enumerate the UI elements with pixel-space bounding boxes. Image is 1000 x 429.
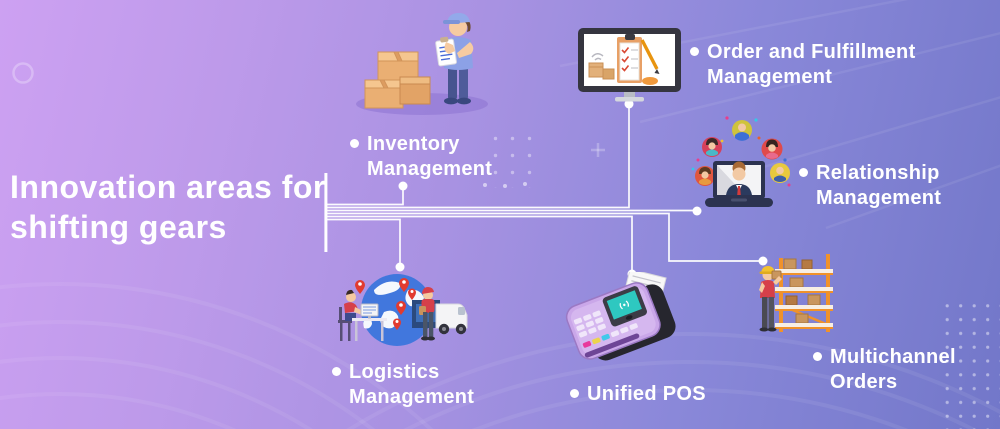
label-text: Relationship Management — [816, 162, 942, 209]
label-text: Inventory Management — [367, 133, 493, 180]
node-dot-inventory — [398, 181, 408, 191]
bullet-icon — [690, 47, 699, 56]
dot-grid-left — [482, 126, 532, 188]
label-logistics-management: Logistics Management — [332, 360, 497, 410]
bullet-icon — [570, 389, 579, 398]
label-inventory-management: Inventory Management — [350, 132, 500, 182]
delivery-person-with-boxes-icon — [356, 13, 488, 115]
label-text: Logistics Management — [349, 361, 475, 408]
node-dot-multichannel — [758, 256, 768, 266]
node-dot-relationship — [692, 206, 702, 216]
line-to-pos — [327, 215, 633, 273]
label-unified-pos: Unified POS — [570, 382, 790, 407]
label-order-fulfillment-management: Order and Fulfillment Management — [690, 40, 935, 90]
node-dot-order — [624, 99, 634, 109]
location-pin-icons — [355, 278, 416, 330]
globe-with-truck-and-operator-icon — [338, 274, 468, 346]
pos-terminal-with-receipt-icon — [565, 272, 676, 361]
label-text: Unified POS — [587, 383, 706, 405]
node-dot-logistics — [395, 262, 405, 272]
bullet-icon — [813, 352, 822, 361]
title-divider-bar — [324, 173, 328, 252]
line-to-logistics — [327, 218, 401, 266]
line-to-order — [327, 105, 630, 209]
bullet-icon — [350, 139, 359, 148]
label-multichannel-orders: Multichannel Orders — [813, 345, 988, 395]
label-relationship-management: Relationship Management — [799, 161, 964, 211]
label-text: Multichannel Orders — [830, 346, 956, 393]
line-to-inventory — [327, 187, 404, 206]
dot-grid-right — [938, 298, 1000, 429]
line-to-multichannel — [327, 212, 762, 262]
monitor-with-checklist-icon — [578, 28, 681, 102]
page-title: Innovation areas for shifting gears — [10, 169, 326, 245]
bullet-icon — [799, 168, 808, 177]
label-text: Order and Fulfillment Management — [707, 41, 916, 88]
bullet-icon — [332, 367, 341, 376]
laptop-with-contact-avatars-icon — [691, 116, 791, 207]
warehouse-worker-at-shelf-icon — [759, 254, 833, 332]
plus-accent — [591, 143, 605, 157]
ring-accent — [12, 62, 34, 84]
